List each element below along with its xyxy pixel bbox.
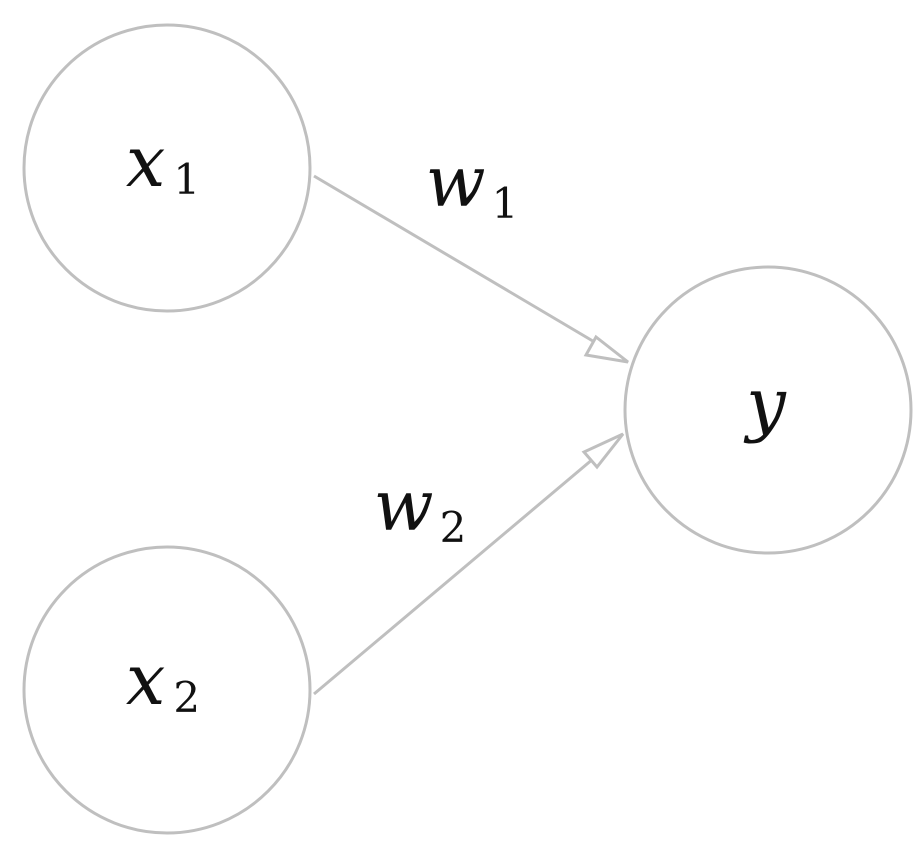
arrowhead-x1-y — [583, 334, 629, 364]
node-x1-symbol: x — [126, 121, 165, 203]
edge-w2-subscript: 2 — [440, 503, 467, 552]
node-y: y — [623, 265, 913, 555]
node-x2-subscript: 2 — [173, 673, 200, 722]
edge-w1-subscript: 1 — [492, 179, 519, 228]
node-y-label: y — [743, 363, 787, 445]
node-y-circle — [623, 265, 913, 555]
arrowhead-x2-y — [581, 432, 625, 470]
node-x1-circle — [22, 23, 312, 313]
node-x2-symbol: x — [126, 639, 165, 721]
edge-x2-y — [313, 446, 607, 696]
edge-x1-y — [313, 174, 609, 352]
edge-w2-symbol: w — [374, 465, 434, 547]
node-x2-circle — [22, 545, 312, 835]
node-x1-subscript: 1 — [173, 155, 200, 204]
edge-w1-symbol: w — [426, 141, 486, 223]
